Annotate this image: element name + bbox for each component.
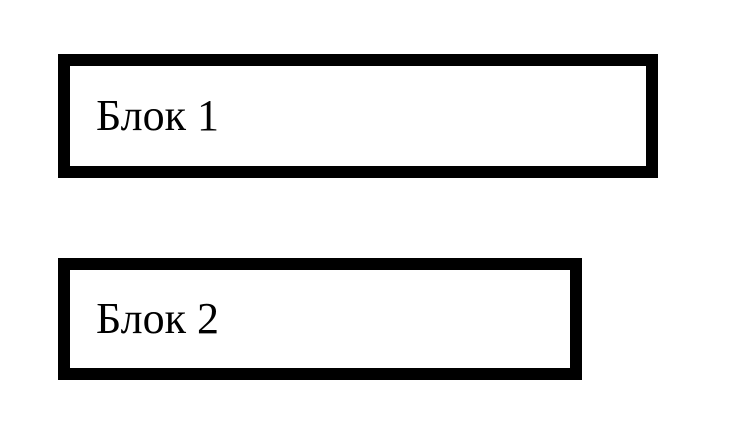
block-2-label: Блок 2 — [96, 294, 220, 343]
block-1-label: Блок 1 — [96, 91, 220, 140]
block-2: Блок 2 — [58, 258, 582, 380]
block-1: Блок 1 — [58, 54, 658, 178]
